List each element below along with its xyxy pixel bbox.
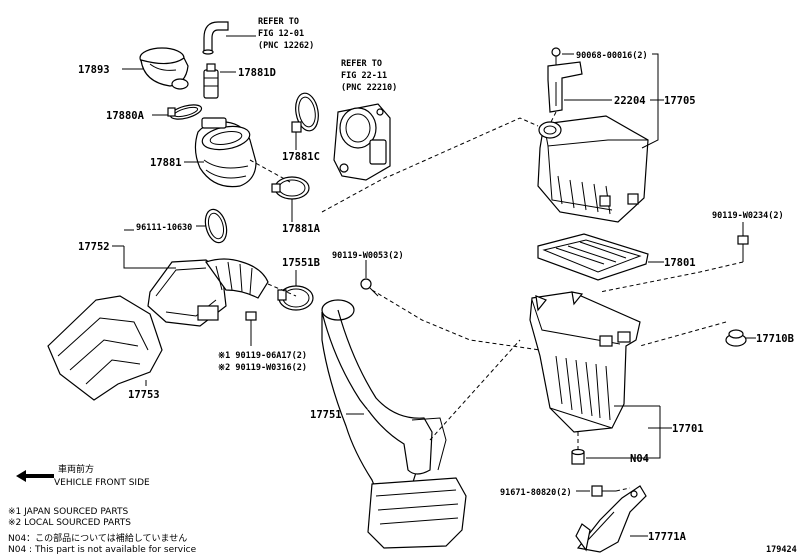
part-22204-drawing	[547, 61, 583, 113]
bolt-90068-drawing	[551, 47, 561, 66]
part-17880A-drawing	[167, 104, 203, 120]
part-17551B-drawing	[277, 285, 314, 311]
assembly-dashed-lines	[249, 111, 744, 492]
bolt-91671-drawing	[591, 485, 616, 497]
part-N04-drawing	[571, 448, 585, 465]
part-17705-drawing	[537, 115, 649, 223]
throttle-body-drawing	[333, 103, 391, 181]
bracket-17752	[123, 246, 176, 269]
part-17710B-drawing	[725, 329, 747, 347]
front-label-jp: 車両前方	[58, 463, 94, 475]
label-17771A: 17771A	[648, 531, 687, 543]
part-96111-drawing	[204, 208, 228, 244]
bracket-17705	[650, 53, 659, 101]
part-17771A-drawing	[575, 485, 647, 553]
front-label-en: VEHICLE FRONT SIDE	[54, 478, 150, 488]
refer-to-line: REFER TO	[341, 59, 382, 69]
label-17710B: 17710B	[756, 333, 794, 345]
figure-number: 179424	[766, 545, 797, 555]
label-17705: 17705	[664, 95, 696, 107]
part-17881-drawing	[194, 117, 257, 188]
refer-to-pnc: (PNC 12262)	[258, 41, 314, 51]
refer-to-fig-12-01: REFER TO FIG 12-01 (PNC 12262)	[226, 17, 314, 51]
front-arrow-icon	[16, 470, 54, 482]
leader-line	[641, 100, 659, 149]
part-17801-drawing	[537, 233, 649, 281]
part-17753-drawing	[47, 295, 163, 401]
note-n04-en: N04 : This part is not available for ser…	[8, 545, 197, 555]
part-17701-drawing	[529, 291, 641, 433]
label-96111-10630: 96111-10630	[136, 223, 192, 233]
label-17551B: 17551B	[282, 257, 320, 269]
label-17881C: 17881C	[282, 151, 320, 163]
refer-to-fig: FIG 22-11	[341, 71, 387, 81]
note-japan-sourced: ※1 JAPAN SOURCED PARTS	[8, 507, 128, 517]
label-17881: 17881	[150, 157, 182, 169]
note-n04-jp: N04：この部品については補給していません	[8, 532, 187, 544]
label-90119-W0234: 90119-W0234(2)	[712, 211, 784, 221]
label-17752: 17752	[78, 241, 110, 253]
vehicle-front-indicator: 車両前方 VEHICLE FRONT SIDE	[16, 463, 150, 488]
refer-to-pnc: (PNC 22210)	[341, 83, 397, 93]
part-17881D-drawing	[203, 63, 219, 99]
bracket-17701	[648, 406, 661, 429]
part-17881C-drawing	[291, 92, 319, 150]
label-17880A: 17880A	[106, 110, 145, 122]
hose-elbow-drawing	[202, 21, 229, 55]
label-91671-80820: 91671-80820(2)	[500, 488, 572, 498]
part-17881A-drawing	[271, 176, 310, 222]
bolt-90119-06A17-drawing	[245, 311, 257, 336]
label-90119-W0053: 90119-W0053(2)	[332, 251, 404, 261]
footnotes: ※1 JAPAN SOURCED PARTS ※2 LOCAL SOURCED …	[8, 507, 197, 555]
label-17751: 17751	[310, 409, 342, 421]
part-17752-drawing	[147, 258, 269, 327]
label-17881D: 17881D	[238, 67, 276, 79]
label-90119-06A17: ※1 90119-06A17(2)	[218, 351, 307, 361]
bolt-90119-W0234-drawing	[737, 235, 749, 262]
label-17753: 17753	[128, 389, 160, 401]
label-17701: 17701	[672, 423, 704, 435]
label-17893: 17893	[78, 64, 110, 76]
refer-to-line: REFER TO	[258, 17, 299, 27]
label-17801: 17801	[664, 257, 696, 269]
label-90068-00016: 90068-00016(2)	[576, 51, 648, 61]
note-local-sourced: ※2 LOCAL SOURCED PARTS	[8, 518, 131, 528]
bolt-90119-W0053-drawing	[360, 278, 379, 297]
leader-line	[626, 428, 661, 459]
part-17893-drawing	[139, 47, 189, 90]
label-22204: 22204	[614, 95, 646, 107]
part-17751-drawing	[321, 299, 467, 549]
label-N04: N04	[630, 453, 649, 465]
label-17881A: 17881A	[282, 223, 321, 235]
label-90119-W0316: ※2 90119-W0316(2)	[218, 363, 307, 373]
refer-to-fig-22-11: REFER TO FIG 22-11 (PNC 22210)	[341, 59, 397, 93]
refer-to-fig: FIG 12-01	[258, 29, 304, 39]
